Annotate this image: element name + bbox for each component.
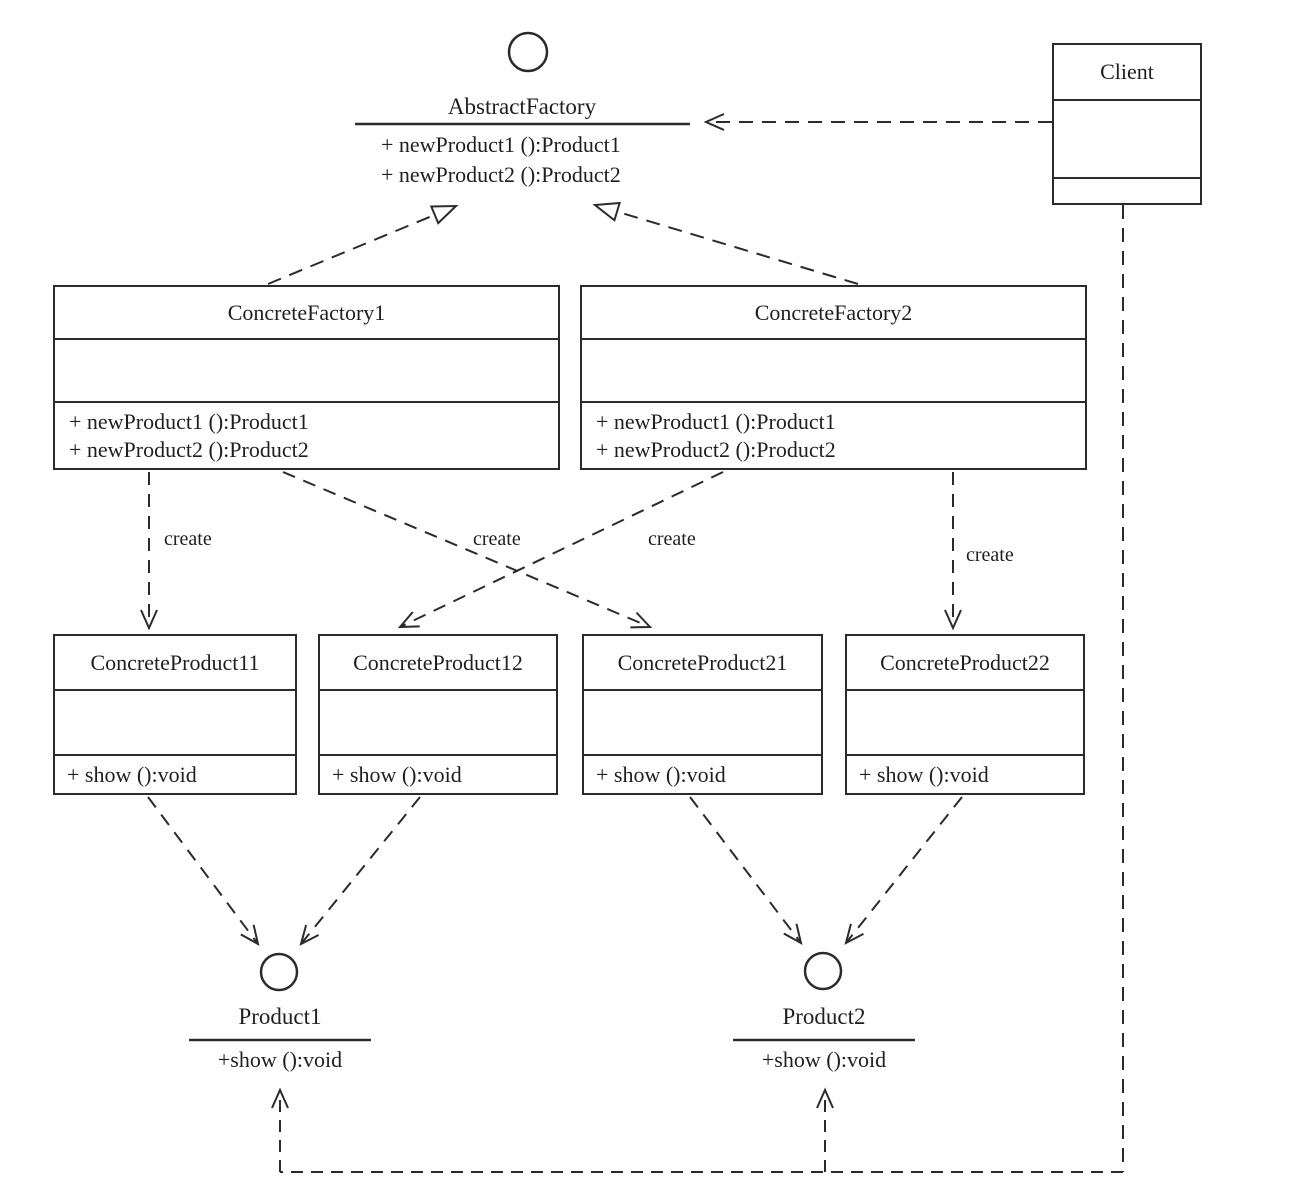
create-label-3: create	[648, 528, 696, 550]
concretefactory1-method-2: + newProduct2 ():Product2	[69, 436, 309, 462]
realization-concretefactory1-to-abstractfactory	[267, 204, 459, 285]
concretefactory2-title: ConcreteFactory2	[754, 299, 913, 325]
concreteproduct22-title: ConcreteProduct22	[880, 649, 1050, 675]
concretefactory1-title: ConcreteFactory1	[227, 299, 386, 325]
abstract-factory-method-2: + newProduct2 ():Product2	[381, 162, 621, 187]
concretefactory1-method-1: + newProduct1 ():Product1	[69, 408, 309, 434]
concreteproduct22-attributes-compartment	[847, 689, 1083, 754]
concreteproduct12-method: + show ():void	[320, 754, 556, 793]
realization-concretefactory2-to-abstractfactory	[592, 201, 859, 285]
concreteproduct21-attributes-compartment	[584, 689, 821, 754]
client-attributes-compartment	[1054, 99, 1200, 177]
concreteproduct12-attributes-compartment	[320, 689, 556, 754]
create-label-1: create	[164, 528, 212, 550]
concretefactory2-attributes-compartment	[582, 338, 1085, 401]
concretefactory2-operations-compartment: + newProduct1 ():Product1 + newProduct2 …	[582, 401, 1085, 468]
create-concretefactory2-to-concreteproduct12	[397, 471, 724, 629]
product1-name: Product1	[238, 1004, 322, 1029]
concretefactory2-method-2: + newProduct2 ():Product2	[596, 436, 836, 462]
concreteproduct21-method: + show ():void	[584, 754, 821, 793]
product1-method: +show ():void	[217, 1047, 343, 1072]
realization-concreteproduct22-to-product2	[844, 796, 963, 945]
create-concretefactory1-to-concreteproduct21	[282, 471, 653, 629]
concreteproduct11-title: ConcreteProduct11	[90, 649, 260, 675]
realization-concreteproduct12-to-product1	[299, 796, 421, 946]
concreteproduct21-title: ConcreteProduct21	[617, 649, 788, 675]
class-box-concreteproduct22: ConcreteProduct22 + show ():void	[845, 634, 1085, 795]
product2-name: Product2	[782, 1004, 866, 1029]
abstract-factory-name: AbstractFactory	[447, 94, 597, 119]
concretefactory2-method-1: + newProduct1 ():Product1	[596, 408, 836, 434]
abstract-factory-interface-circle-icon	[507, 31, 549, 73]
concreteproduct11-attributes-compartment	[55, 689, 295, 754]
product2-method: +show ():void	[761, 1047, 887, 1072]
class-box-concretefactory2: ConcreteFactory2 + newProduct1 ():Produc…	[580, 285, 1087, 470]
realization-concreteproduct11-to-product1	[147, 796, 260, 946]
client-operations-compartment	[1054, 177, 1200, 203]
class-box-concreteproduct21: ConcreteProduct21 + show ():void	[582, 634, 823, 795]
abstract-factory-method-1: + newProduct1 ():Product1	[381, 132, 621, 157]
concretefactory1-operations-compartment: + newProduct1 ():Product1 + newProduct2 …	[55, 401, 558, 468]
create-label-2: create	[473, 528, 521, 550]
abstract-factory-methods: + newProduct1 ():Product1 + newProduct2 …	[381, 130, 621, 190]
concretefactory1-attributes-compartment	[55, 338, 558, 401]
product2-interface-circle-icon	[803, 951, 843, 991]
client-title: Client	[1100, 59, 1154, 84]
class-box-concretefactory1: ConcreteFactory1 + newProduct1 ():Produc…	[53, 285, 560, 470]
class-box-client: Client	[1052, 43, 1202, 205]
concreteproduct12-title: ConcreteProduct12	[353, 649, 523, 675]
class-box-concreteproduct12: ConcreteProduct12 + show ():void	[318, 634, 558, 795]
realization-concreteproduct21-to-product2	[689, 796, 803, 945]
class-box-concreteproduct11: ConcreteProduct11 + show ():void	[53, 634, 297, 795]
create-label-4: create	[966, 544, 1014, 566]
product1-interface-circle-icon	[259, 952, 299, 992]
concreteproduct22-method: + show ():void	[847, 754, 1083, 793]
concreteproduct11-method: + show ():void	[55, 754, 295, 793]
